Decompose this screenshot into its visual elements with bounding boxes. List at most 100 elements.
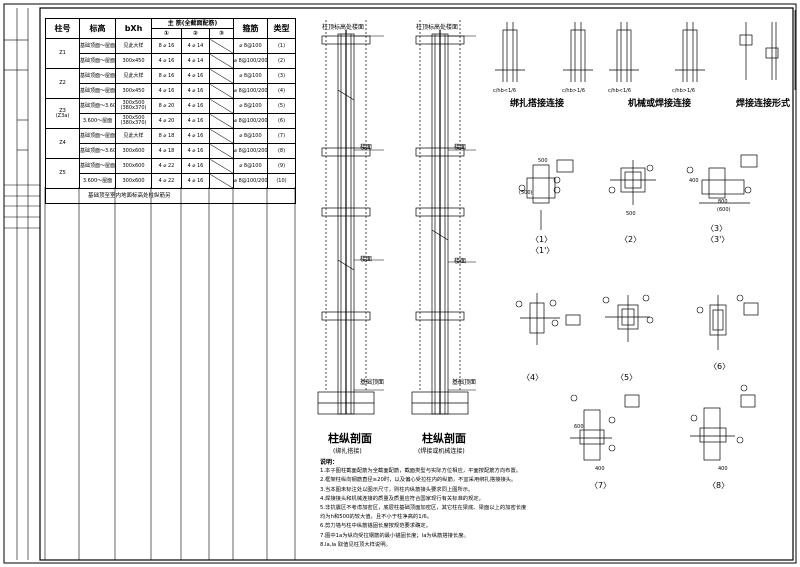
cell-r3 — [209, 128, 234, 144]
cell-r2: 4 ⌀ 14 — [181, 53, 210, 69]
cell-elev: 基础顶面～屋面 — [79, 53, 116, 69]
cell-r3 — [209, 68, 234, 84]
cell-hoop: ⌀ 8@100/200 — [233, 83, 268, 99]
cell-r1: 8 ⌀ 20 — [151, 98, 182, 114]
cell-elev: 3.600～屋面 — [79, 173, 116, 189]
cell-r2: 4 ⌀ 16 — [181, 173, 210, 189]
cell-elev: 基础顶面～3.600 — [79, 143, 116, 159]
table-row: Z1 基础顶面～屋面 见此大样 8 ⌀ 16 4 ⌀ 14 ⌀ 8@100 (1… — [45, 38, 296, 69]
cell-r3 — [209, 98, 234, 114]
cell-r1: 4 ⌀ 20 — [151, 113, 182, 129]
cell-elev: 基础顶面～屋面 — [79, 158, 116, 174]
table-row: 3.600～屋面 300x500(380x370) 4 ⌀ 20 4 ⌀ 16 … — [46, 113, 296, 129]
header-elevation: 标高 — [79, 18, 116, 39]
section-right-floor-label-2: 楼面 — [454, 258, 467, 265]
cell-type: (1) — [267, 38, 296, 54]
section-right-top-label: 柱顶标高处楼面 — [416, 24, 459, 31]
cell-r2: 4 ⌀ 16 — [181, 68, 210, 84]
cell-elev: 3.600～屋面 — [79, 113, 116, 129]
cell-size: 见此大样 — [115, 68, 152, 84]
cell-hoop: ⌀ 8@100 — [233, 158, 268, 174]
header-type: 类型 — [267, 18, 296, 39]
table-row: 3.600～屋面 300x600 4 ⌀ 22 4 ⌀ 16 ⌀ 8@100/2… — [46, 173, 296, 189]
note-7: 7.图中1a为纵向受拉钢筋的最小锚固长度；la为纵筋搭接长度。 — [320, 532, 469, 539]
note-8: 8.la,la 取值见柱顶大样说明。 — [320, 541, 391, 548]
cell-r2: 4 ⌀ 16 — [181, 113, 210, 129]
splice-ratio-3: c/hb<1/6 — [608, 88, 632, 94]
callout-circles — [515, 164, 752, 452]
detail-7-label: 〈7〉 — [590, 481, 612, 490]
splice-ratio-1: c/hb<1/6 — [493, 88, 517, 94]
cell-type: (2) — [267, 53, 296, 69]
cell-type: (7) — [267, 128, 296, 144]
cell-type: (8) — [267, 143, 296, 159]
cell-r3 — [209, 143, 234, 159]
note-5: 5.非抗震区不考虑加密区，底层柱基础顶面加密区，其它柱在梁底、梁面以上的加密长度 — [320, 505, 527, 512]
header-sub3: ③ — [209, 28, 234, 39]
header-main-bars: 主 筋(全截面配筋) — [151, 18, 234, 29]
section-left-subtitle: (绑扎搭接) — [333, 448, 362, 455]
header-sub2: ② — [181, 28, 210, 39]
detail-1-label: 〈1〉 — [531, 235, 553, 244]
cell-no: Z3(Z3a) — [45, 98, 80, 129]
dim-label-3: 400 — [689, 178, 699, 184]
cell-no: Z1 — [45, 38, 80, 69]
section-left — [317, 20, 375, 415]
detail-3b-label: 〈3'〉 — [706, 235, 730, 244]
cell-elev: 基础顶面～屋面 — [79, 128, 116, 144]
table-row: 基础顶面～屋面 300x450 4 ⌀ 16 4 ⌀ 16 ⌀ 8@100/20… — [46, 83, 296, 99]
detail-8-label: 〈8〉 — [708, 481, 730, 490]
cell-r1: 4 ⌀ 22 — [151, 173, 182, 189]
cross-sections — [520, 154, 759, 461]
dim-label-b: (500) — [519, 190, 533, 196]
section-leaders — [354, 35, 476, 391]
cell-elev: 基础顶面～3.600 — [79, 98, 116, 114]
cell-no-alt: (Z3a) — [55, 112, 70, 119]
cell-type: (3) — [267, 68, 296, 84]
cell-r1: 4 ⌀ 18 — [151, 143, 182, 159]
note-1: 1.本子图柱截面配筋为全截面配筋，截面类型与实际方位相应，平面按配筋方向布置。 — [320, 468, 522, 475]
cell-hoop: ⌀ 8@100 — [233, 128, 268, 144]
section-right-base-label: 基础顶面 — [452, 379, 477, 386]
section-left-title: 柱纵剖面 — [328, 432, 372, 445]
cell-hoop: ⌀ 8@100/200 — [233, 173, 268, 189]
note-3: 3.当本图未标注处以图示尺寸，则柱内纵筋接头要求同上图所示。 — [320, 486, 474, 493]
table-row: Z4 基础顶面～屋面 见此大样 8 ⌀ 18 4 ⌀ 16 ⌀ 8@100 (7… — [45, 128, 296, 159]
cell-hoop: ⌀ 8@100 — [233, 68, 268, 84]
dim-label-7: 400 — [595, 466, 605, 472]
cell-r3 — [209, 38, 234, 54]
detail-4-label: 〈4〉 — [522, 373, 544, 382]
detail-5-label: 〈5〉 — [616, 373, 638, 382]
cell-size-alt: (380x370) — [120, 120, 147, 126]
dim-label-6: 600 — [574, 424, 584, 430]
notes-block: 说明： 1.本子图柱截面配筋为全截面配筋，截面类型与实际方位相应，平面按配筋方向… — [320, 458, 526, 550]
table-note-row: 基础顶至室内地面标高处柱纵筋另 — [45, 188, 296, 204]
cell-size: 300x600 — [115, 158, 152, 174]
section-right-title: 柱纵剖面 — [422, 432, 466, 445]
splice-ratio-2: c/hb>1/6 — [562, 88, 586, 94]
binding-strip — [4, 8, 40, 560]
section-right — [411, 20, 469, 415]
table-row: 基础顶面～屋面 300x450 4 ⌀ 16 4 ⌀ 14 ⌀ 8@100/20… — [46, 53, 296, 69]
cell-size-main: 300x500 — [122, 100, 145, 106]
cell-r2: 4 ⌀ 16 — [181, 158, 210, 174]
cell-hoop: ⌀ 8@100/200 — [233, 113, 268, 129]
table-extension-lines — [44, 187, 296, 560]
table-row: Z5 基础顶面～屋面 300x600 4 ⌀ 22 4 ⌀ 16 ⌀ 8@100… — [45, 158, 296, 189]
cell-r2: 4 ⌀ 16 — [181, 143, 210, 159]
table-header-row: 柱号 标高 bXh 主 筋(全截面配筋) 箍筋 类型 — [45, 18, 296, 39]
table-row: Z2 基础顶面～屋面 见此大样 8 ⌀ 16 4 ⌀ 16 ⌀ 8@100 (3… — [45, 68, 296, 99]
cell-size: 300x600 — [115, 173, 152, 189]
lap-splice-title: 绑扎搭接连接 — [510, 99, 565, 109]
table-note: 基础顶至室内地面标高处柱纵筋另 — [45, 188, 296, 204]
cell-type: (4) — [267, 83, 296, 99]
dim-label-8: 400 — [718, 466, 728, 472]
section-left-base-label: 基础顶面 — [360, 379, 385, 386]
notes-heading: 说明： — [320, 459, 339, 466]
note-5b: 均为h和500的较大值，且不小于柱净高的1/6。 — [320, 514, 433, 521]
dim-label-5: (600) — [717, 207, 731, 213]
cell-r3 — [209, 83, 234, 99]
detail-1b-label: 〈1'〉 — [531, 246, 555, 255]
cell-r1: 4 ⌀ 16 — [151, 53, 182, 69]
